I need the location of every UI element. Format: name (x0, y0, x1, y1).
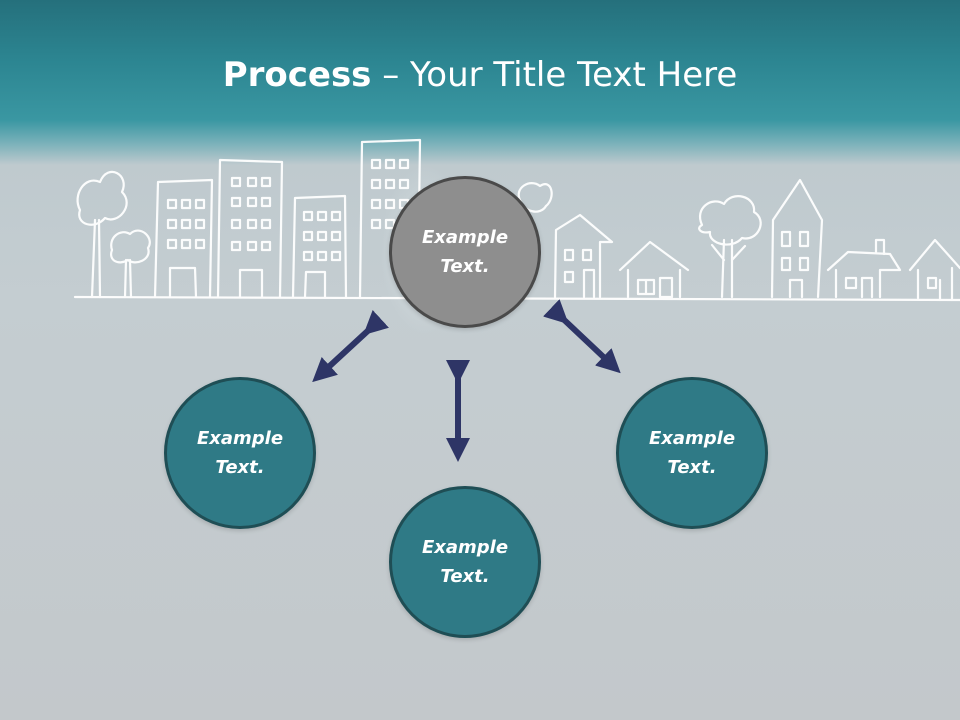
node-right-text: Example Text. (648, 428, 736, 478)
process-node-right[interactable]: Example Text. (616, 377, 768, 529)
process-node-left[interactable]: Example Text. (164, 377, 316, 529)
title-rest: – Your Title Text Here (371, 55, 738, 95)
node-left-text: Example Text. (196, 428, 284, 478)
node-bottom-text: Example Text. (421, 537, 509, 587)
process-node-center[interactable]: Example Text. (389, 176, 541, 328)
slide-title: Process – Your Title Text Here (0, 52, 960, 98)
arrow-center-right (543, 299, 621, 374)
title-bold: Process (222, 55, 372, 95)
arrow-center-left (312, 310, 389, 383)
process-node-bottom[interactable]: Example Text. (389, 486, 541, 638)
node-center-text: Example Text. (421, 227, 509, 277)
title-banner (0, 0, 960, 165)
